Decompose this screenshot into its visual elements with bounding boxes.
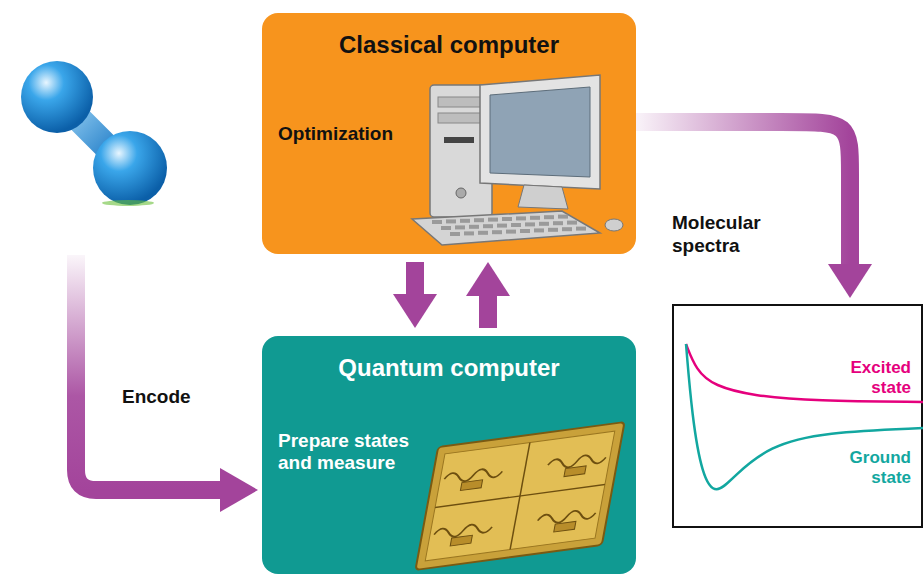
- arrow-head: [466, 262, 510, 296]
- step-label: Encode: [122, 386, 191, 409]
- excited-state-curve: [686, 344, 923, 402]
- ground-state-curve: [686, 344, 923, 489]
- arrow-shaft: [636, 122, 850, 264]
- atom-shade: [102, 200, 154, 206]
- flow-arrow: [636, 122, 872, 298]
- quantum-chip-icon: [415, 422, 624, 570]
- box-heading: Quantum computer: [262, 354, 636, 382]
- arrow-head: [828, 264, 872, 298]
- arrow-shaft: [479, 294, 497, 328]
- edge-label: Molecular spectra: [672, 212, 822, 258]
- curve-label: Excited state: [821, 358, 911, 397]
- molecule-illustration: [21, 61, 167, 206]
- atom: [21, 61, 93, 133]
- box-body: Optimization: [278, 123, 428, 145]
- encode-shaft: [76, 255, 222, 490]
- encode-arrow: [76, 255, 258, 512]
- computer-box: Classical computerOptimization: [262, 13, 636, 254]
- flow-arrow: [466, 262, 510, 328]
- chart-illustration: [674, 306, 923, 530]
- box-heading: Classical computer: [262, 31, 636, 59]
- flow-arrow: [393, 262, 437, 328]
- spectra-chart: Excited stateGround state: [672, 304, 923, 528]
- encode-head: [220, 468, 258, 512]
- atom: [93, 131, 167, 205]
- curve-label: Ground state: [821, 448, 911, 487]
- computer-box: Quantum computerPrepare states and measu…: [262, 336, 636, 574]
- computer-icon: [412, 75, 623, 245]
- arrow-shaft: [406, 262, 424, 296]
- box-body: Prepare states and measure: [278, 430, 428, 474]
- arrow-head: [393, 294, 437, 328]
